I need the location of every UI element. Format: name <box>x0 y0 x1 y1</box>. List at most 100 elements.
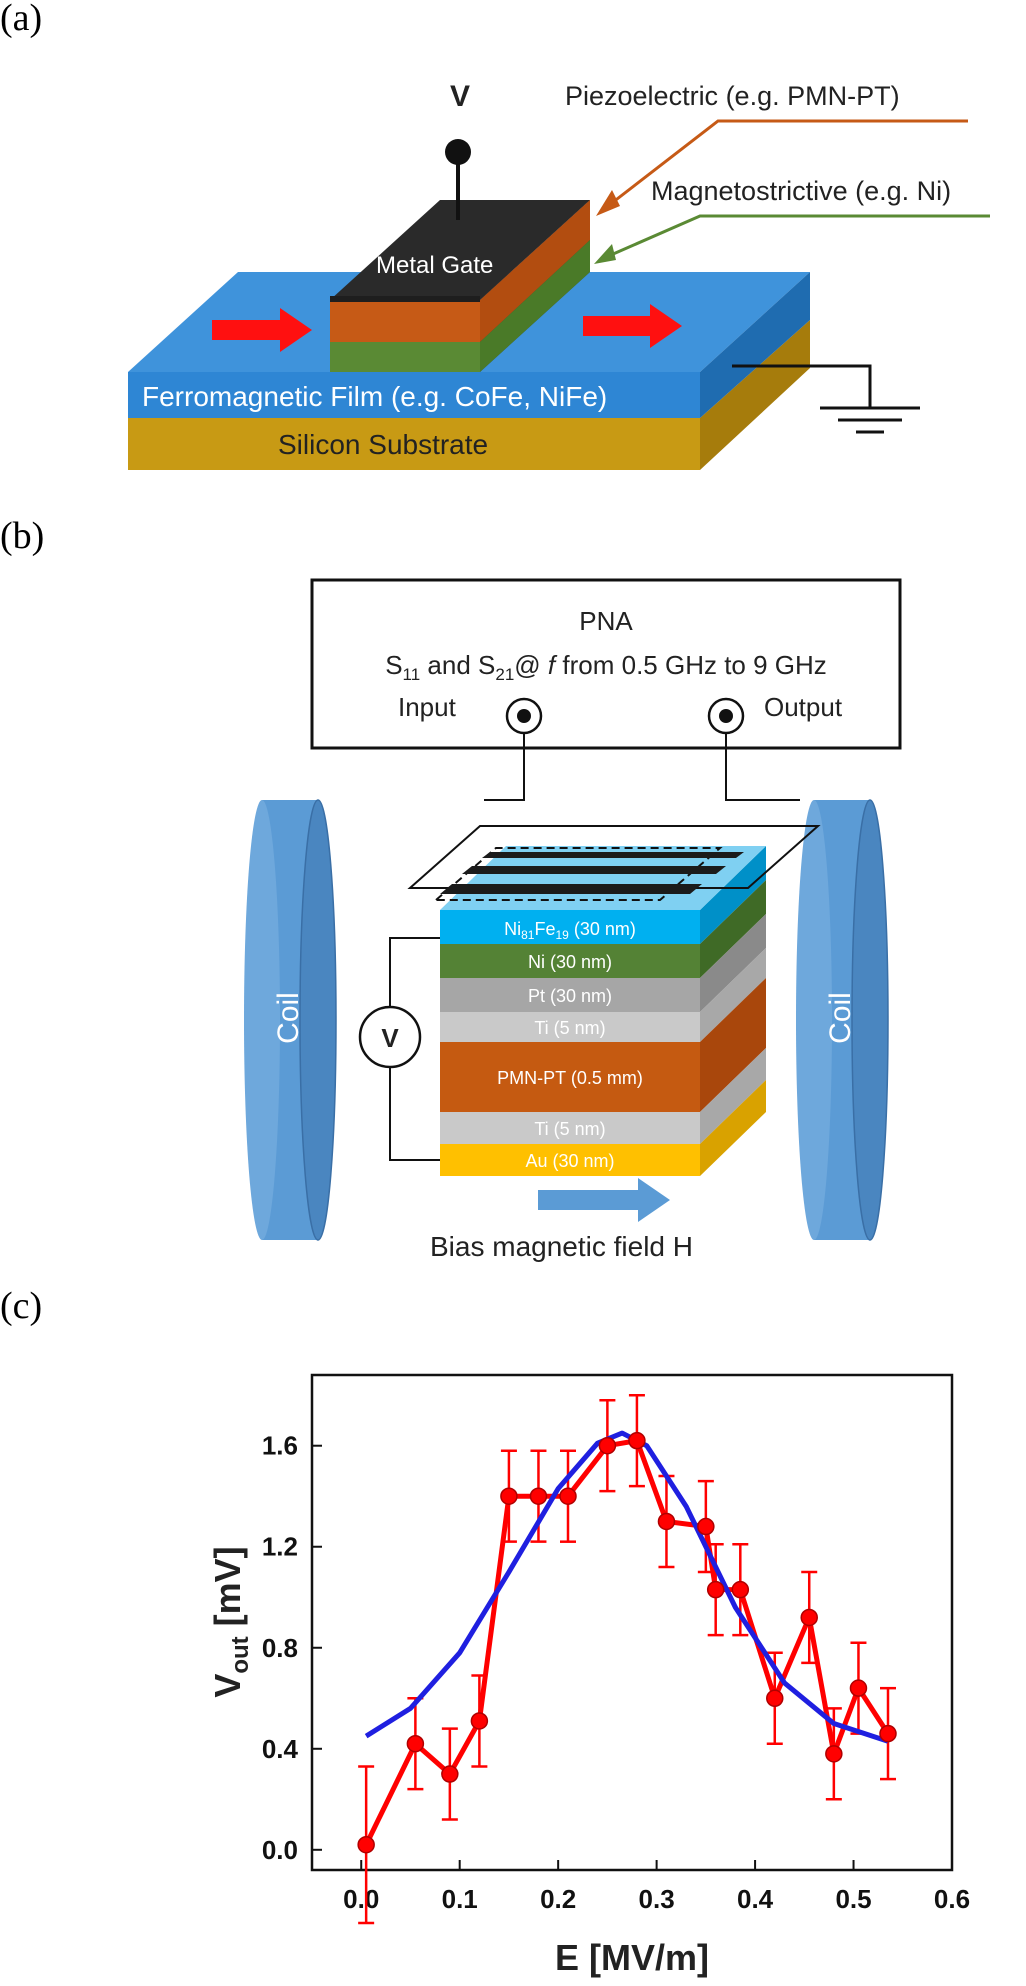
cpw-dashed-outline <box>433 847 723 901</box>
gate-top <box>330 200 590 300</box>
data-point-9 <box>657 1512 676 1531</box>
panel-a-label: (a) <box>0 0 42 39</box>
x-tick-label-2: 0.2 <box>540 1884 576 1914</box>
layer-pmn <box>440 1042 700 1112</box>
piezo-leader <box>607 119 968 208</box>
data-point-12 <box>731 1580 750 1599</box>
electrode-3 <box>482 852 744 858</box>
data-point-10 <box>697 1517 715 1536</box>
substrate-label: Silicon Substrate <box>278 429 488 460</box>
bias-arrow <box>538 1178 670 1222</box>
layer-pt-label: Pt (30 nm) <box>528 986 612 1006</box>
bias-label: Bias magnetic field H <box>430 1231 693 1262</box>
layer-nife <box>440 910 700 944</box>
voltage-label: V <box>450 80 470 113</box>
chart-panel-c: 0.0 0.1 0.2 0.3 0.4 0.5 0.6 0.0 0.4 0.8 1.2 1.6 E [… <box>207 1373 970 1978</box>
y-tick-label-2: 0.8 <box>262 1633 298 1663</box>
y-tick-label-0: 0.0 <box>262 1835 298 1865</box>
panel-b-label: (b) <box>0 515 44 557</box>
voltage-terminal <box>445 139 471 165</box>
data-point-7 <box>598 1436 617 1455</box>
input-port-dot <box>517 709 531 723</box>
data-point-6 <box>559 1487 577 1505</box>
panel-c-label: (c) <box>0 1285 42 1327</box>
y-axis-label: Vout [mV] <box>207 1546 254 1697</box>
data-point-2 <box>441 1765 459 1783</box>
magnetization-arrow-left <box>212 308 312 352</box>
layer-nife-label: Ni81Fe19 (30 nm) <box>504 919 636 942</box>
film-side <box>700 272 810 418</box>
layer-ni-label: Ni (30 nm) <box>528 952 612 972</box>
coil-left-label: Coil <box>272 992 305 1044</box>
voltmeter-label: V <box>381 1023 399 1053</box>
piezo-side <box>480 200 590 342</box>
coil-left: Coil <box>244 799 337 1241</box>
x-tick-label-0: 0.0 <box>343 1884 379 1914</box>
coil-right-label: Coil <box>824 992 857 1044</box>
layer-ti-bottom <box>440 1112 700 1144</box>
data-point-5 <box>529 1487 548 1505</box>
x-tick-label-1: 0.1 <box>442 1884 478 1914</box>
magnetization-arrow-right <box>583 304 682 348</box>
data-point-17 <box>879 1724 897 1743</box>
voltmeter-wire-bottom <box>389 1064 440 1161</box>
data-point-4 <box>500 1487 518 1505</box>
magneto-leader <box>603 214 990 260</box>
y-tick-label-4: 1.6 <box>262 1431 298 1461</box>
data-point-16 <box>849 1679 868 1697</box>
substrate-front <box>128 418 700 470</box>
output-label: Output <box>764 692 843 722</box>
voltmeter <box>358 1005 422 1069</box>
piezo-front <box>330 300 480 342</box>
pna-box <box>310 578 902 750</box>
data-point-8 <box>628 1431 646 1450</box>
x-tick-label-4: 0.4 <box>737 1884 774 1914</box>
panel-b-diagram: PNA S11 and S21@ f from 0.5 GHz to 9 GHz… <box>244 578 902 1262</box>
x-tick-label-6: 0.6 <box>934 1884 970 1914</box>
series-measured-line <box>363 1438 891 1846</box>
y-tick-label-1: 0.4 <box>262 1734 299 1764</box>
input-cable <box>484 733 525 801</box>
electrode-2 <box>462 866 726 874</box>
layer-ti-top <box>440 1012 700 1042</box>
piezo-leader-head <box>596 190 620 216</box>
y-tick-label-3: 1.2 <box>262 1532 298 1562</box>
plot-frame <box>310 1373 954 1872</box>
pna-description: S11 and S21@ f from 0.5 GHz to 9 GHz <box>385 650 827 684</box>
magneto-label: Magnetostrictive (e.g. Ni) <box>651 176 951 206</box>
magneto-front <box>330 342 480 372</box>
output-port-dot <box>719 709 733 723</box>
layer-ti-bottom-label: Ti (5 nm) <box>534 1119 605 1139</box>
x-tick-label-5: 0.5 <box>835 1884 871 1914</box>
magneto-side <box>480 240 590 372</box>
data-point-0 <box>357 1835 375 1854</box>
layer-ni <box>440 944 700 978</box>
layer-au <box>440 1144 700 1176</box>
piezo-label: Piezoelectric (e.g. PMN-PT) <box>565 81 900 111</box>
data-point-14 <box>800 1608 818 1627</box>
layer-pmn-label: PMN-PT (0.5 mm) <box>497 1068 643 1088</box>
data-point-1 <box>406 1734 425 1753</box>
data-point-3 <box>470 1712 489 1730</box>
gate-front <box>330 296 480 302</box>
output-cable <box>725 733 800 801</box>
data-point-15 <box>825 1745 843 1763</box>
magneto-leader-head <box>594 244 616 264</box>
film-label: Ferromagnetic Film (e.g. CoFe, NiFe) <box>142 381 607 412</box>
voltmeter-wire-top <box>389 937 440 1010</box>
layer-ti-top-label: Ti (5 nm) <box>534 1018 605 1038</box>
electrode-1 <box>440 884 702 894</box>
layer-au-label: Au (30 nm) <box>525 1151 614 1171</box>
gate-label: Metal Gate <box>376 252 493 279</box>
x-axis-label: E [MV/m] <box>555 1937 709 1978</box>
x-tick-label-3: 0.3 <box>639 1884 675 1914</box>
data-point-13 <box>766 1689 784 1708</box>
pna-title: PNA <box>579 606 633 636</box>
layer-pt <box>440 978 700 1012</box>
film-front <box>128 372 700 418</box>
data-point-11 <box>706 1580 725 1599</box>
coil-right: Coil <box>796 799 889 1241</box>
series-fit-line <box>364 1430 889 1744</box>
ground-wire <box>732 364 872 408</box>
